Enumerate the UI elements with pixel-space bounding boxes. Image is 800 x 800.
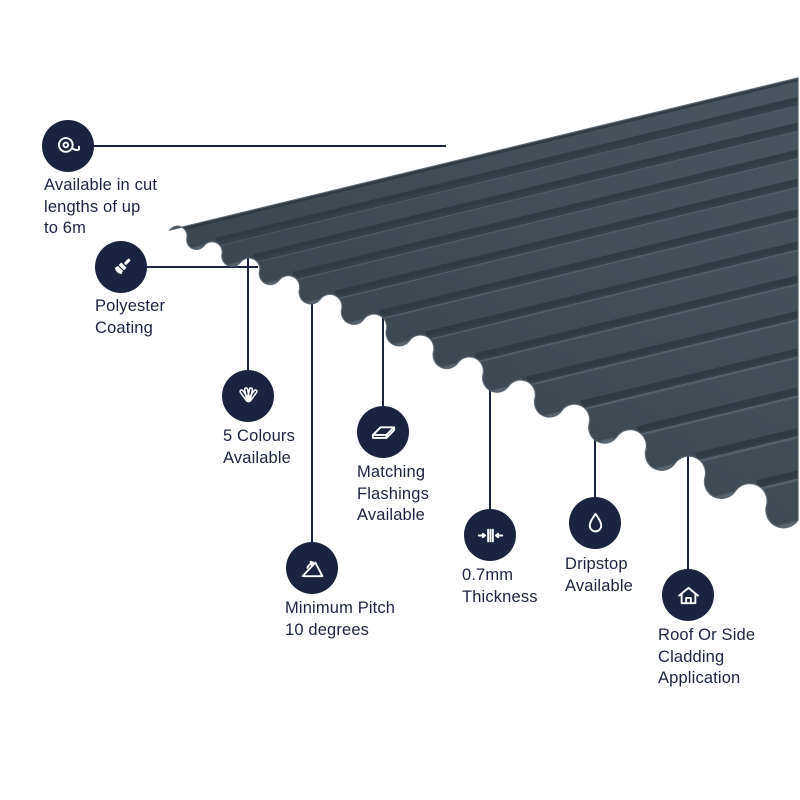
badge-polyester: [95, 241, 147, 293]
label-roof-side: Roof Or Side Cladding Application: [658, 626, 756, 687]
label-polyester: Polyester Coating: [95, 297, 166, 337]
badge-minimum-pitch: [286, 542, 338, 594]
label-thickness: 0.7mm Thickness: [462, 566, 538, 606]
label-cut-lengths: Available in cut lengths of up to 6m: [44, 176, 158, 237]
flashing-sheet-icon: [371, 425, 395, 439]
pitch-angle-icon: [301, 560, 323, 577]
badge-roof-side: [662, 569, 714, 621]
label-five-colours: 5 Colours Available: [223, 427, 295, 467]
paintbrush-icon: [114, 258, 130, 274]
label-dripstop: Dripstop Available: [565, 555, 634, 595]
label-flashings: Matching Flashings Available: [357, 463, 429, 524]
colour-fan-icon: [238, 386, 258, 402]
badge-dripstop: [569, 497, 621, 549]
badge-flashings: [357, 406, 409, 458]
badge-cut-lengths: [42, 120, 94, 172]
badge-thickness: [464, 509, 516, 561]
water-drop-icon: [588, 512, 602, 532]
tape-measure-icon: [57, 136, 80, 153]
label-minimum-pitch: Minimum Pitch 10 degrees: [285, 599, 396, 639]
badge-five-colours: [222, 370, 274, 422]
thickness-gauge-icon: [477, 528, 503, 542]
house-icon: [677, 586, 699, 604]
